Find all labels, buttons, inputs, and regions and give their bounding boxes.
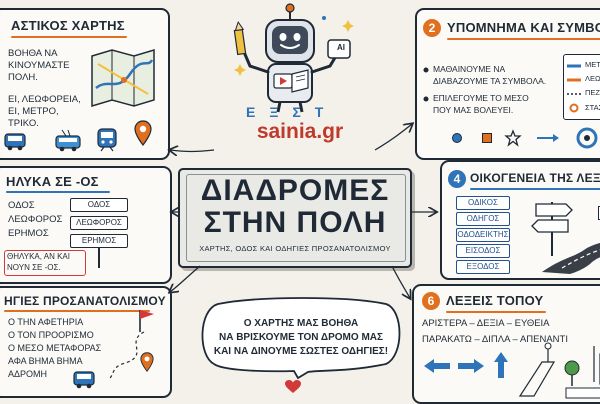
bullet-dot-icon xyxy=(423,96,429,102)
panel1-underline xyxy=(11,36,127,38)
flag-icon xyxy=(139,310,154,332)
panel-legend-symbols: 2 ΥΠΟΜΝΗΜΑ ΚΑΙ ΣΥΜΒΟΛΑ ΜΑΘΑΙΝΟΥΜΕ ΝΑ ΔΙΑ… xyxy=(415,8,600,160)
metro-train-icon xyxy=(97,128,117,152)
map-pin-icon xyxy=(140,352,154,372)
panel-directions: ΗΓΙΕΣ ΠΡΟΣΑΝΑΤΟΛΙΣΜΟΥ Ο ΤΗΝ ΑΦΕΤΗΡΙΑ Ο Τ… xyxy=(0,286,172,398)
panel6-line1: ΑΡΙΣΤΕΡΑ – ΔΕΞΙΑ – ΕΥΘΕΙΑ xyxy=(422,318,550,329)
panel-feminine-nouns: ΗΛΥΚΑ ΣΕ -ΟΣ ΟΔΟΣ ΛΕΩΦΟΡΟΣ ΕΡΗΜΟΣ ΟΔΟΣ Λ… xyxy=(0,166,172,284)
speech-line3: ΚΑΙ ΝΑ ΔΙΝΟΥΜΕ ΣΩΣΤΕΣ ΟΔΗΓΙΕΣ! xyxy=(213,346,389,357)
metro-line-symbol xyxy=(567,64,581,68)
panel5-line: ΑΔΡΟΜΗ xyxy=(8,369,48,379)
panel3-word: ΛΕΩΦΟΡΟΣ xyxy=(8,214,63,225)
panel5-line: Ο ΜΕΣΟ ΜΕΤΑΦΟΡΑΣ xyxy=(8,343,102,353)
panel-place-words: 6 ΛΕΞΕΙΣ ΤΟΠΟΥ ΑΡΙΣΤΕΡΑ – ΔΕΞΙΑ – ΕΥΘΕΙΑ… xyxy=(412,284,600,404)
bus-line-symbol xyxy=(567,78,581,82)
word-box: ΟΔΗΓΟΣ xyxy=(456,212,510,226)
panel2-title: ΥΠΟΜΝΗΜΑ ΚΑΙ ΣΥΜΒΟΛΑ xyxy=(447,20,600,35)
up-arrow-icon xyxy=(494,352,508,378)
panel2-bullet2: ΕΠΙΛΕΓΟΥΜΕ ΤΟ ΜΕΣΟ xyxy=(433,93,529,103)
panel5-title: ΗΓΙΕΣ ΠΡΟΣΑΝΑΤΟΛΙΣΜΟΥ xyxy=(4,294,166,308)
panel1-line: ΕΙ, ΜΕΤΡΟ, xyxy=(8,106,59,117)
word-box: ΟΔΙΚΟΣ xyxy=(456,196,510,210)
sign-erimos: ΕΡΗΜΟΣ xyxy=(70,234,128,248)
panel1-title: ΑΣΤΙΚΟΣ ΧΑΡΤΗΣ xyxy=(11,18,125,33)
stop-symbol xyxy=(569,103,579,113)
panel6-title: ΛΕΞΕΙΣ ΤΟΠΟΥ xyxy=(446,293,544,308)
dashed-route-icon xyxy=(109,331,145,379)
panel1-line: ΒΟΗΘΑ ΝΑ xyxy=(8,48,58,59)
speech-bubble xyxy=(201,297,401,380)
panel4-number-badge: 4 xyxy=(448,170,466,188)
panel-word-family: 4 ΟΙΚΟΓΕΝΕΙΑ ΤΗΣ ΛΕΞΗΣ Ο ΟΔΙΚΟΣ ΟΔΗΓΟΣ Ο… xyxy=(440,160,600,280)
speech-line2: ΝΑ ΒΡΙΣΚΟΥΜΕ ΤΟΝ ΔΡΟΜΟ ΜΑΣ xyxy=(218,332,383,343)
panel5-underline xyxy=(4,310,150,312)
legend-item: ΜΕΤ xyxy=(585,60,600,69)
brand-logo-text: sainia.gr xyxy=(256,120,344,143)
panel2-underline xyxy=(447,38,600,40)
ai-chip-label: AI xyxy=(337,43,345,52)
folded-map-icon xyxy=(91,48,155,108)
panel2-bullet1: ΜΑΘΑΙΝΟΥΜΕ ΝΑ xyxy=(433,64,506,74)
title-board-inner xyxy=(186,174,406,262)
panel6-number-badge: 6 xyxy=(422,292,440,310)
word-box: ΕΞΟΔΟΣ xyxy=(456,260,510,274)
heart-icon xyxy=(285,380,301,393)
arrow-symbol-icon xyxy=(537,134,559,142)
speech-line1: Ο ΧΑΡΤΗΣ ΜΑΣ ΒΟΗΘΑ xyxy=(243,318,359,329)
note-box xyxy=(4,250,86,276)
sign-odos: ΟΔΟΣ xyxy=(70,198,128,212)
street-scene-icon xyxy=(518,342,600,399)
panel3-word: ΟΔΟΣ xyxy=(8,200,35,211)
word-box: ΟΔΟΔΕΙΚΤΗΣ xyxy=(456,228,510,242)
panel2-number-badge: 2 xyxy=(423,19,441,37)
panel1-line: ΠΟΛΗ. xyxy=(8,72,38,83)
bus-icon xyxy=(4,133,26,151)
bullet-dot-icon xyxy=(423,67,429,73)
panel1-line: ΕΙ, ΛΕΩΦΟΡΕΙΑ, xyxy=(8,94,81,105)
bus-icon xyxy=(73,371,95,389)
panel1-line: ΤΡΙΚΟ. xyxy=(8,118,39,129)
panel4-underline xyxy=(470,188,600,190)
panel1-line: ΚΙΝΟΥΜΑΣΤΕ xyxy=(8,60,70,71)
circle-symbol-icon xyxy=(452,133,462,143)
left-arrow-icon xyxy=(424,359,450,373)
legend-item: ΛΕΩΦ xyxy=(585,74,600,83)
right-arrow-icon xyxy=(458,359,484,373)
panel2-bullet2b: ΠΟΥ ΜΑΣ ΒΟΛΕΥΕΙ. xyxy=(433,105,514,115)
signpost-road-icon xyxy=(531,202,600,274)
panel3-word: ΕΡΗΜΟΣ xyxy=(8,228,49,239)
main-title-line1: ΔΙΑΔΡΟΜΕΣ xyxy=(200,174,390,207)
panel3-underline xyxy=(6,191,110,193)
panel3-note2: ΝΟΥΝ ΣΕ -ΟΣ. xyxy=(7,263,61,272)
legend-item: ΣΤΑΣ xyxy=(585,103,600,112)
panel2-bullet1b: ΔΙΑΒΑΖΟΥΜΕ ΤΑ ΣΥΜΒΟΛΑ. xyxy=(433,76,547,86)
main-subtitle: ΧΑΡΤΗΣ, ΟΔΟΣ ΚΑΙ ΟΔΗΓΙΕΣ ΠΡΟΣΑΝΑΤΟΛΙΣΜΟΥ xyxy=(199,244,391,253)
trolleybus-icon xyxy=(55,129,81,152)
panel6-underline xyxy=(446,311,546,313)
panel5-line: Ο ΤΗΝ ΑΦΕΤΗΡΙΑ xyxy=(8,317,84,327)
word-box: ΕΙΣΟΔΟΣ xyxy=(456,244,510,258)
sign-label-box xyxy=(598,206,600,220)
square-symbol-icon xyxy=(482,133,492,143)
panel4-title: ΟΙΚΟΓΕΝΕΙΑ ΤΗΣ ΛΕΞΗΣ Ο xyxy=(470,171,600,185)
panel3-title: ΗΛΥΚΑ ΣΕ -ΟΣ xyxy=(6,174,99,189)
signpost-pole-icon xyxy=(98,248,100,268)
main-title-line2: ΣΤΗΝ ΠΟΛΗ xyxy=(203,206,387,239)
legend-item: ΠΕΖΟ xyxy=(585,88,600,97)
panel3-note1: ΘΗΛΥΚΑ, ΑΝ ΚΑΙ xyxy=(7,252,70,261)
star-symbol-icon xyxy=(504,129,522,147)
panel5-line: ΑΦΑ ΒΗΜΑ ΒΗΜΑ xyxy=(8,356,83,366)
panel-city-map: ΑΣΤΙΚΟΣ ΧΑΡΤΗΣ ΒΟΗΘΑ ΝΑ ΚΙΝΟΥΜΑΣΤΕ ΠΟΛΗ.… xyxy=(0,8,170,160)
robot-mascot-illustration xyxy=(233,3,354,113)
panel5-line: Ο ΤΟΝ ΠΡΟΟΡΙΣΜΟ xyxy=(8,330,94,340)
panel6-line2: ΠΑΡΑΚΑΤΩ – ΔΙΠΛΑ – ΑΠΕΝΑΝΤΙ xyxy=(422,334,568,345)
board-letters: ΕΞΣΤ xyxy=(246,104,338,120)
map-pin-icon xyxy=(134,120,152,146)
target-symbol-icon xyxy=(576,127,598,149)
title-board xyxy=(178,168,412,268)
sign-leoforos: ΛΕΩΦΟΡΟΣ xyxy=(70,216,128,230)
